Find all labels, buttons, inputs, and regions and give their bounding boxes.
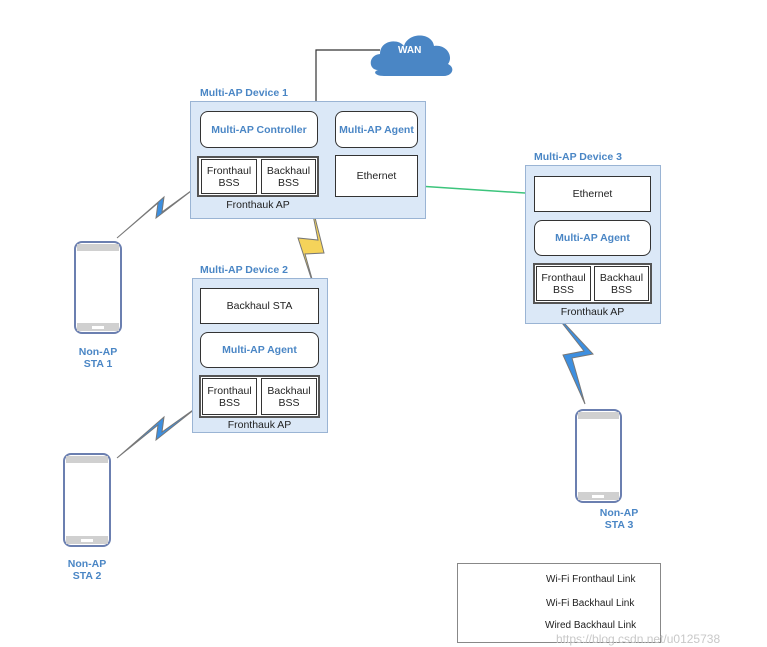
device2-title: Multi-AP Device 2 (200, 264, 288, 276)
legend-label-fronthaul: Wi-Fi Fronthaul Link (546, 574, 636, 585)
legend-label-backhaul: Wi-Fi Backhaul Link (546, 598, 635, 609)
device1-controller: Multi-AP Controller (200, 111, 318, 148)
watermark: https://blog.csdn.net/u0125738 (556, 632, 721, 646)
device3-ethernet: Ethernet (534, 176, 651, 212)
fronthaul-link-sta2 (116, 404, 201, 459)
device3-fronthaul-bss: Fronthaul BSS (536, 266, 591, 301)
wan-connector-line (315, 49, 380, 101)
device3-agent: Multi-AP Agent (534, 220, 651, 256)
device3-backhaul-bss: Backhaul BSS (594, 266, 649, 301)
device2-backhaul-bss: Backhaul BSS (261, 378, 317, 415)
phone-icon-sta1 (74, 241, 122, 334)
wan-label: WAN (398, 45, 422, 56)
legend-label-wired: Wired Backhaul Link (545, 620, 637, 631)
device2-ap-label: Fronthauk AP (227, 419, 292, 431)
device1-backhaul-bss: Backhaul BSS (261, 159, 316, 194)
device2-agent: Multi-AP Agent (200, 332, 319, 368)
sta1-label-line2: STA 1 (83, 358, 113, 370)
device1-title: Multi-AP Device 1 (200, 87, 288, 99)
device1-agent: Multi-AP Agent (335, 111, 418, 148)
legend (457, 563, 661, 643)
sta1-label-line1: Non-AP (78, 346, 118, 358)
device1-fronthaul-bss: Fronthaul BSS (201, 159, 257, 194)
sta3-label: Non-AP STA 3 (589, 507, 649, 531)
device2-fronthaul-bss: Fronthaul BSS (202, 378, 257, 415)
sta2-label-line1: Non-AP (67, 558, 107, 570)
fronthaul-link-sta1 (116, 184, 200, 239)
phone-icon-sta3 (575, 409, 622, 503)
device2-backhaul-sta: Backhaul STA (200, 288, 319, 324)
wan-cloud-icon (370, 35, 453, 76)
device1-ap-label: Fronthauk AP (226, 199, 290, 211)
sta1-label: Non-AP STA 1 (68, 346, 128, 370)
sta3-label-line2: STA 3 (604, 519, 634, 531)
device3-ap-label: Fronthauk AP (560, 306, 625, 318)
fronthaul-link-sta3 (550, 308, 594, 405)
device3-title: Multi-AP Device 3 (534, 151, 622, 163)
wired-backhaul-link (417, 185, 526, 194)
phone-icon-sta2 (63, 453, 111, 547)
sta2-label-line2: STA 2 (72, 570, 102, 582)
sta2-label: Non-AP STA 2 (57, 558, 117, 582)
device1-ethernet: Ethernet (335, 155, 418, 197)
sta3-label-line1: Non-AP (599, 507, 639, 519)
